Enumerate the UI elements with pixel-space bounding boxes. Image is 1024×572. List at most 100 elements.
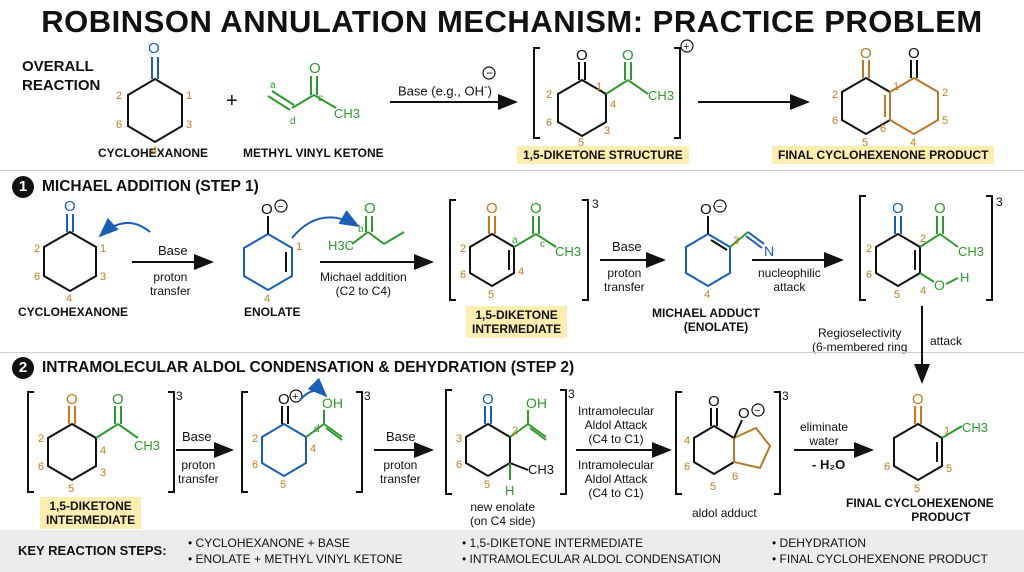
atom-o: O	[622, 47, 634, 64]
atom-o: O	[708, 393, 720, 410]
bracket-right	[582, 199, 589, 301]
step2-number: 2	[12, 357, 34, 379]
atom-letter: d	[290, 116, 296, 127]
atom-number: 2	[252, 433, 258, 445]
bracket-left	[533, 47, 540, 139]
atom-number: 6	[684, 461, 690, 473]
key-step-item: • FINAL CYCLOHEXENONE PRODUCT	[772, 552, 988, 566]
atom-letter: a	[270, 80, 276, 91]
step1-adduct-label: MICHAEL ADDUCT(ENOLATE)	[652, 306, 760, 334]
atom-o: O	[934, 277, 945, 293]
atom-number: 4	[100, 445, 106, 457]
atom-number: 6	[38, 461, 44, 473]
overall-mvk-label: METHYL VINYL KETONE	[243, 146, 384, 160]
atom-number: 6	[460, 269, 466, 281]
ring-step2-b	[261, 422, 307, 478]
key-step-item: • DEHYDRATION	[772, 536, 866, 550]
minus-charge: −	[754, 405, 760, 417]
atom-number: 6	[116, 119, 122, 131]
section-divider-1	[0, 170, 1024, 171]
step1-title: MICHAEL ADDITION (STEP 1)	[42, 178, 259, 195]
step1-base2-label: Base	[612, 239, 642, 254]
oh-bond	[945, 277, 959, 285]
plus-sign: +	[226, 90, 238, 112]
bracket-left	[675, 391, 682, 495]
atom-number: 5	[894, 289, 900, 301]
ring-aldol-six	[693, 424, 735, 476]
ring-enolate	[243, 232, 293, 292]
minus-charge: −	[277, 201, 283, 213]
atom-number: 5	[946, 463, 952, 475]
atom-o: O	[261, 201, 273, 218]
step1-number: 1	[12, 176, 34, 198]
atom-number: 6	[252, 459, 258, 471]
atom-number: 2	[546, 89, 552, 101]
atom-o: O	[576, 47, 588, 64]
side-chain-bond	[535, 233, 557, 248]
overall-final-label: FINAL CYCLOHEXENONE PRODUCT	[772, 146, 995, 164]
atom-o: O	[860, 45, 872, 62]
atom-ch3: CH3	[962, 420, 988, 435]
atom-number: 4	[310, 443, 316, 455]
mvk-bond	[351, 231, 369, 245]
atom-o: O	[738, 405, 750, 422]
charge-circle	[482, 66, 496, 80]
bracket-left	[445, 389, 452, 495]
key-steps-bar	[0, 530, 1024, 572]
adduct-double-bond	[710, 239, 728, 251]
atom-number: 1	[296, 241, 302, 253]
atom-h: H	[505, 483, 514, 498]
curved-arrow	[291, 210, 360, 239]
atom-o: O	[309, 60, 321, 77]
atom-number: 6	[456, 459, 462, 471]
atom-number: 1	[944, 425, 950, 437]
ring-enol-intermediate	[875, 232, 921, 288]
step2-base-label: Base	[182, 429, 212, 444]
step2-new-enolate-label: new enolate(on C4 side)	[470, 500, 536, 528]
ring-step2-a	[47, 422, 97, 482]
bracket-left	[27, 391, 34, 493]
methyl-bond	[941, 425, 963, 439]
key-step-item: • CYCLOHEXANONE + BASE	[188, 536, 350, 550]
side-chain-bond	[513, 233, 537, 248]
atom-number: 5	[942, 115, 948, 127]
atom-number: 6	[732, 471, 738, 483]
step1-regio-label: Regioselectivity(6-membered ring	[812, 326, 908, 354]
atom-ch3: CH3	[134, 438, 160, 453]
atom-o: O	[700, 201, 712, 218]
atom-letter: c	[540, 239, 545, 250]
step1-base-label: Base	[158, 243, 188, 258]
atom-number: 1	[893, 81, 899, 93]
ring-cyclohexanone-overall	[127, 77, 183, 144]
ring-michael-adduct	[685, 232, 731, 288]
atom-number: 5	[280, 479, 286, 491]
mvk-bond	[291, 94, 315, 109]
atom-ch3: CH3	[528, 462, 554, 477]
side-chain-bond	[745, 235, 763, 249]
atom-number: 4	[704, 289, 710, 301]
atom-number: 4	[684, 435, 690, 447]
side-chain-bond	[527, 423, 547, 438]
step2-base2-label: Base	[386, 429, 416, 444]
step2-minus-water-label: - H₂O	[812, 457, 846, 472]
atom-h3c: H3C	[328, 238, 354, 253]
overall-label-2: REACTION	[22, 77, 101, 94]
overall-label-1: OVERALL	[22, 58, 94, 75]
bracket-left	[859, 195, 866, 301]
atom-number: 1	[186, 90, 192, 102]
atom-o: O	[486, 200, 498, 217]
step1-michael-label: Michael addition(C2 to C4)	[320, 270, 407, 298]
charge-superscript: 3	[592, 197, 599, 211]
ring-step2-c	[465, 422, 511, 478]
atom-number: 4	[610, 99, 616, 111]
mvk-bond	[367, 231, 385, 245]
charge-circle	[751, 403, 765, 417]
side-chain-bond	[305, 423, 325, 438]
charge-circle	[289, 389, 303, 403]
ring-aldol-five	[733, 426, 772, 470]
